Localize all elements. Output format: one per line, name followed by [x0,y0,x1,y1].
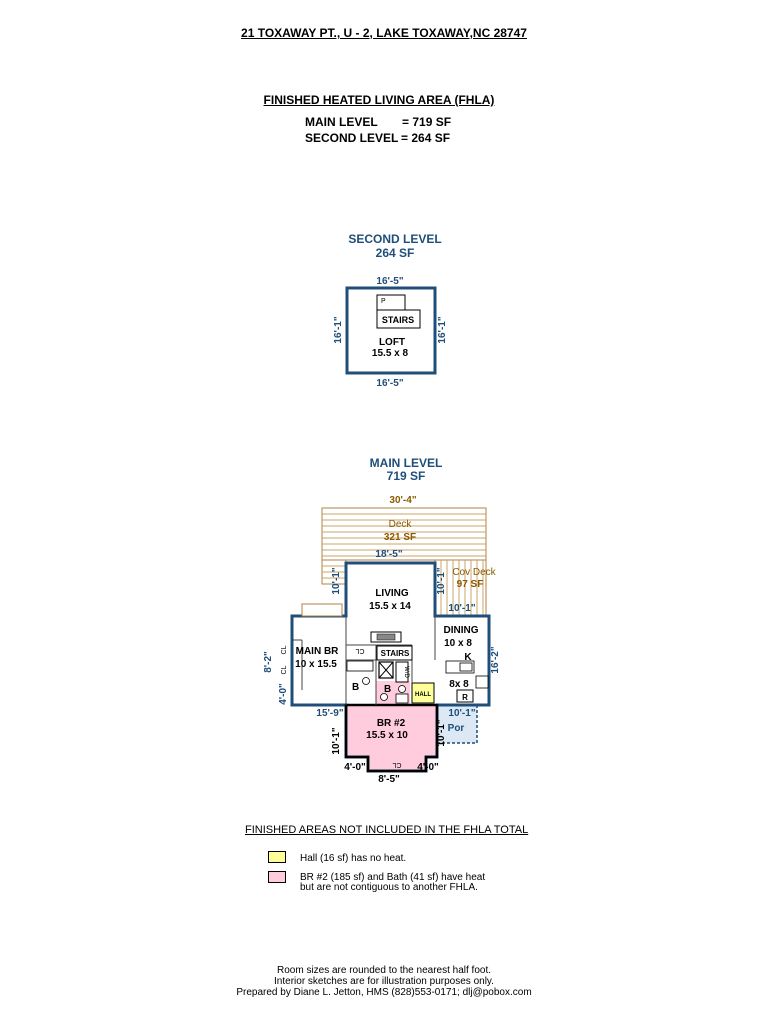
dining-name: DINING [444,625,479,636]
legend-swatch-hall [268,851,286,863]
porch-name: Por [448,723,465,734]
loft-top-dim: 16'-5" [376,276,403,287]
main-br-dim-upper: 8'-2" [263,651,274,673]
second-level-label: SECOND LEVEL [305,131,399,145]
living-size: 15.5 x 14 [369,601,411,612]
property-address: 21 TOXAWAY PT., U - 2, LAKE TOXAWAY,NC 2… [241,26,527,40]
main-stairs-label: STAIRS [381,649,410,658]
legend-text-br2-line1: BR #2 (185 sf) and Bath (41 sf) have hea… [300,872,486,883]
br2-outline [344,703,439,773]
footer-line-3: Prepared by Diane L. Jetton, HMS (828)55… [236,987,532,998]
stove [475,675,489,689]
dining-right-dim: 16'-2" [490,646,501,673]
main-level-title: MAIN LEVEL [369,456,443,470]
second-level-plan: 16'-5" P STAIRS LOFT 15.5 x 8 16'-5" 16'… [333,276,448,389]
br2-area [346,705,437,757]
bath-label-2: B [384,684,391,695]
cov-deck-name: Cov Deck [452,567,496,578]
living-top-dim: 18'-5" [375,549,402,560]
loft-right-dim: 16'-1" [437,316,448,343]
main-br-name: MAIN BR [296,646,340,657]
hall-area [411,682,435,704]
living-name: LIVING [375,588,409,599]
second-level-area: 264 SF [375,246,415,260]
wd-label: W/D [403,666,409,678]
br2-top-dim: 15'-9" [316,708,343,719]
fhla-title: FINISHED HEATED LIVING AREA (FHLA) [263,93,495,107]
kitchen-name: K [464,652,472,663]
kitchen-size: 8x 8 [449,679,469,690]
toilet-2 [380,693,388,701]
legend-swatch-br2 [268,871,286,883]
legend-title: FINISHED AREAS NOT INCLUDED IN THE FHLA … [245,824,529,836]
deck-dim: 30'-4" [389,495,416,506]
living-right-dim: 10'-1" [436,567,447,594]
bath-label-1: B [352,682,359,693]
cov-deck-area: 97 SF [457,579,484,590]
loft-closet-mark: P [381,298,386,305]
legend-text-hall: Hall (16 sf) has no heat. [300,853,407,864]
deck [321,507,487,617]
range-label: R [462,693,468,702]
main-br-size: 10 x 15.5 [295,659,337,670]
br2-size: 15.5 x 10 [366,730,408,741]
hall-label: HALL [415,692,431,698]
loft-stairs [376,309,421,329]
footer-line-2: Interior sketches are for illustration p… [274,976,494,987]
kitchen-sink [459,662,473,672]
footer-line-1: Room sizes are rounded to the nearest ha… [276,965,491,976]
tub [346,660,374,672]
bump-right-dim: 4'-0" [417,762,439,773]
loft-left-dim: 16'-1" [333,316,344,343]
toilet-1 [362,677,370,685]
closet-label-c: CL [281,665,288,674]
chase-box [378,661,394,679]
closet-label-a: CL [355,647,364,654]
loft-size: 15.5 x 8 [372,348,409,359]
deck-name: Deck [389,519,413,530]
br2-right-dim: 10'-1" [436,719,447,746]
dining-size: 10 x 8 [444,638,472,649]
loft-bottom-dim: 16'-5" [376,378,403,389]
main-br-bump [301,603,343,617]
br2-name: BR #2 [377,718,406,729]
main-level-label: MAIN LEVEL [305,115,378,129]
main-level-value: = 719 SF [402,115,452,129]
second-level-title: SECOND LEVEL [348,232,442,246]
range-box [456,689,474,703]
closet-label-d: CL [392,761,401,768]
deck-area: 321 SF [384,532,416,543]
bump-left-dim: 4'-0" [344,762,366,773]
shower [395,693,409,704]
loft-stairs-label: STAIRS [382,315,414,325]
sink [398,685,406,693]
main-level-area: 719 SF [386,469,426,483]
br2-left-dim: 10'-1" [331,727,342,754]
br2-bump-area [368,757,426,771]
second-level-value: = 264 SF [401,131,451,145]
porch-top-dim: 10'-1" [448,708,475,719]
loft-name: LOFT [379,337,405,348]
closet-label-b: CL [281,645,288,654]
porch [436,704,478,744]
legend-text-br2-line2: but are not contiguous to another FHLA. [300,882,478,893]
living-left-dim: 10'-1" [331,567,342,594]
bottom-dim: 8'-5" [378,774,400,785]
wd-closet [395,661,409,683]
cov-bottom-dim: 10'-1" [448,603,475,614]
main-stairs [376,645,413,661]
main-level-plan: 30'-4" Deck 321 SF 18'-5" Cov [263,495,501,785]
main-br-dim-lower: 4'-0" [278,683,289,705]
